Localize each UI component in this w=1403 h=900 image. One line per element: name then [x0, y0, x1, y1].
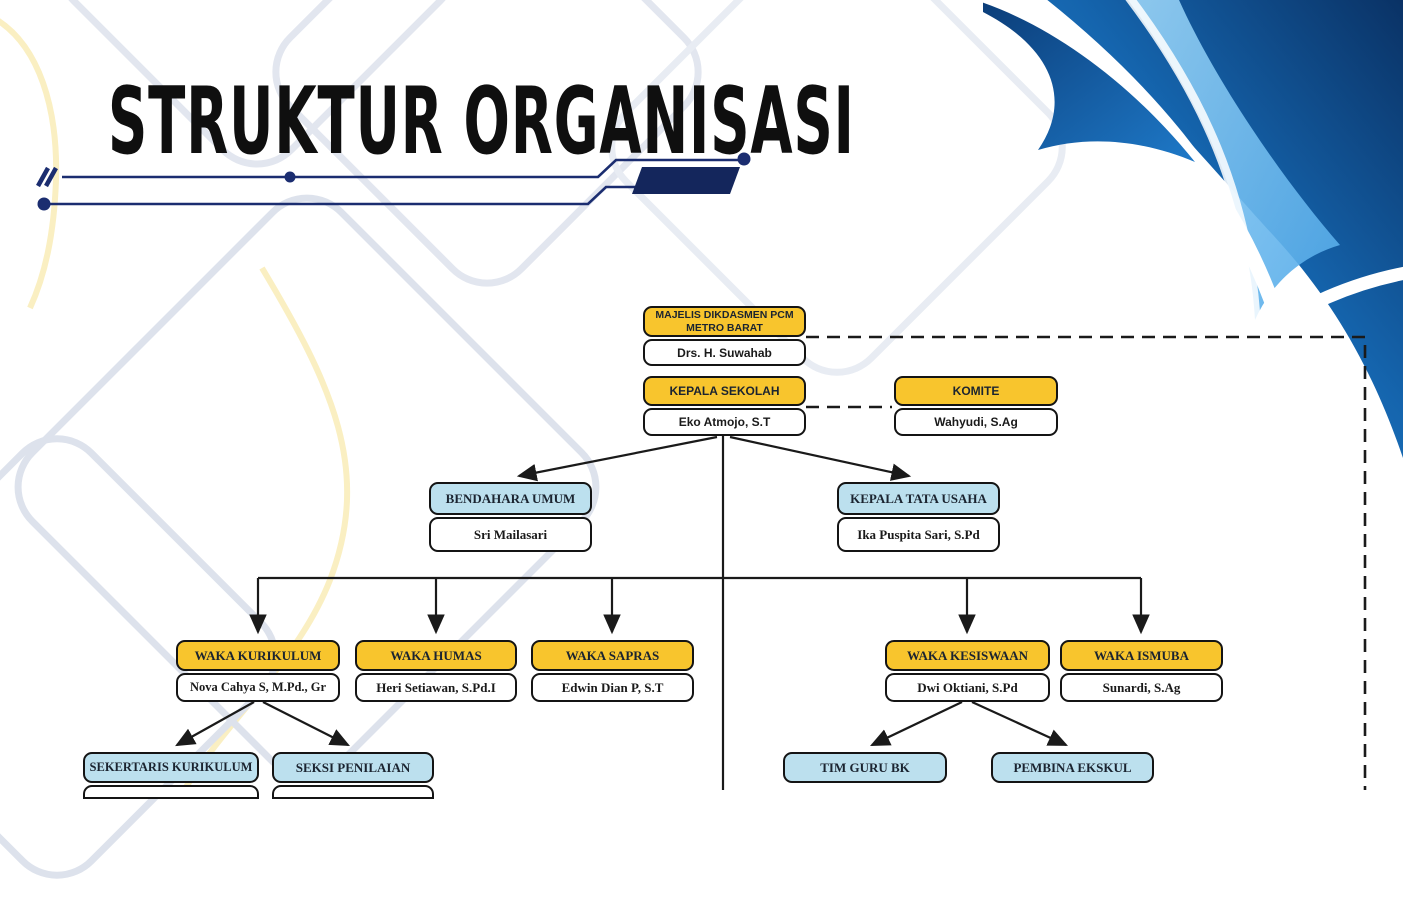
- org-node-waka-kesiswaan: WAKA KESISWAAN Dwi Oktiani, S.Pd: [885, 640, 1050, 702]
- page-title-text: STRUKTUR ORGANISASI: [108, 66, 855, 176]
- org-node-title: PEMBINA EKSKUL: [991, 752, 1154, 783]
- org-node-title: MAJELIS DIKDASMEN PCM METRO BARAT: [643, 306, 806, 337]
- org-node-waka-humas: WAKA HUMAS Heri Setiawan, S.Pd.I: [355, 640, 517, 702]
- org-node-tim-guru-bk: TIM GURU BK: [783, 752, 947, 783]
- org-node-name: Eko Atmojo, S.T: [643, 408, 806, 436]
- org-node-title: BENDAHARA UMUM: [429, 482, 592, 515]
- org-node-waka-kurikulum: WAKA KURIKULUM Nova Cahya S, M.Pd., Gr: [176, 640, 340, 702]
- org-node-komite: KOMITE Wahyudi, S.Ag: [894, 376, 1058, 436]
- org-node-title: SEKERTARIS KURIKULUM: [83, 752, 259, 783]
- org-node-name-partial: [272, 785, 434, 799]
- org-node-title: WAKA KESISWAAN: [885, 640, 1050, 671]
- org-node-name: Heri Setiawan, S.Pd.I: [355, 673, 517, 702]
- org-node-name-partial: [83, 785, 259, 799]
- org-node-kepala-sekolah: KEPALA SEKOLAH Eko Atmojo, S.T: [643, 376, 806, 436]
- org-node-kepala-tata-usaha: KEPALA TATA USAHA Ika Puspita Sari, S.Pd: [837, 482, 1000, 552]
- org-node-sekertaris-kurikulum: SEKERTARIS KURIKULUM: [83, 752, 259, 783]
- org-node-title: WAKA KURIKULUM: [176, 640, 340, 671]
- org-node-name: Sri Mailasari: [429, 517, 592, 552]
- page-title: STRUKTUR ORGANISASI: [108, 66, 957, 176]
- org-node-title: SEKSI PENILAIAN: [272, 752, 434, 783]
- org-node-seksi-penilaian: SEKSI PENILAIAN: [272, 752, 434, 783]
- org-node-name: Drs. H. Suwahab: [643, 339, 806, 366]
- org-node-waka-ismuba: WAKA ISMUBA Sunardi, S.Ag: [1060, 640, 1223, 702]
- org-node-title: KEPALA TATA USAHA: [837, 482, 1000, 515]
- org-node-title: TIM GURU BK: [783, 752, 947, 783]
- org-node-name: Sunardi, S.Ag: [1060, 673, 1223, 702]
- org-node-pembina-ekskul: PEMBINA EKSKUL: [991, 752, 1154, 783]
- org-node-title: WAKA HUMAS: [355, 640, 517, 671]
- org-node-title: WAKA SAPRAS: [531, 640, 694, 671]
- org-node-title: KOMITE: [894, 376, 1058, 406]
- org-node-name: Wahyudi, S.Ag: [894, 408, 1058, 436]
- org-node-majelis: MAJELIS DIKDASMEN PCM METRO BARAT Drs. H…: [643, 306, 806, 366]
- org-node-bendahara-umum: BENDAHARA UMUM Sri Mailasari: [429, 482, 592, 552]
- org-node-name: Ika Puspita Sari, S.Pd: [837, 517, 1000, 552]
- org-node-title: WAKA ISMUBA: [1060, 640, 1223, 671]
- org-node-waka-sapras: WAKA SAPRAS Edwin Dian P, S.T: [531, 640, 694, 702]
- org-node-name: Nova Cahya S, M.Pd., Gr: [176, 673, 340, 702]
- org-node-title: KEPALA SEKOLAH: [643, 376, 806, 406]
- org-node-name: Edwin Dian P, S.T: [531, 673, 694, 702]
- org-node-name: Dwi Oktiani, S.Pd: [885, 673, 1050, 702]
